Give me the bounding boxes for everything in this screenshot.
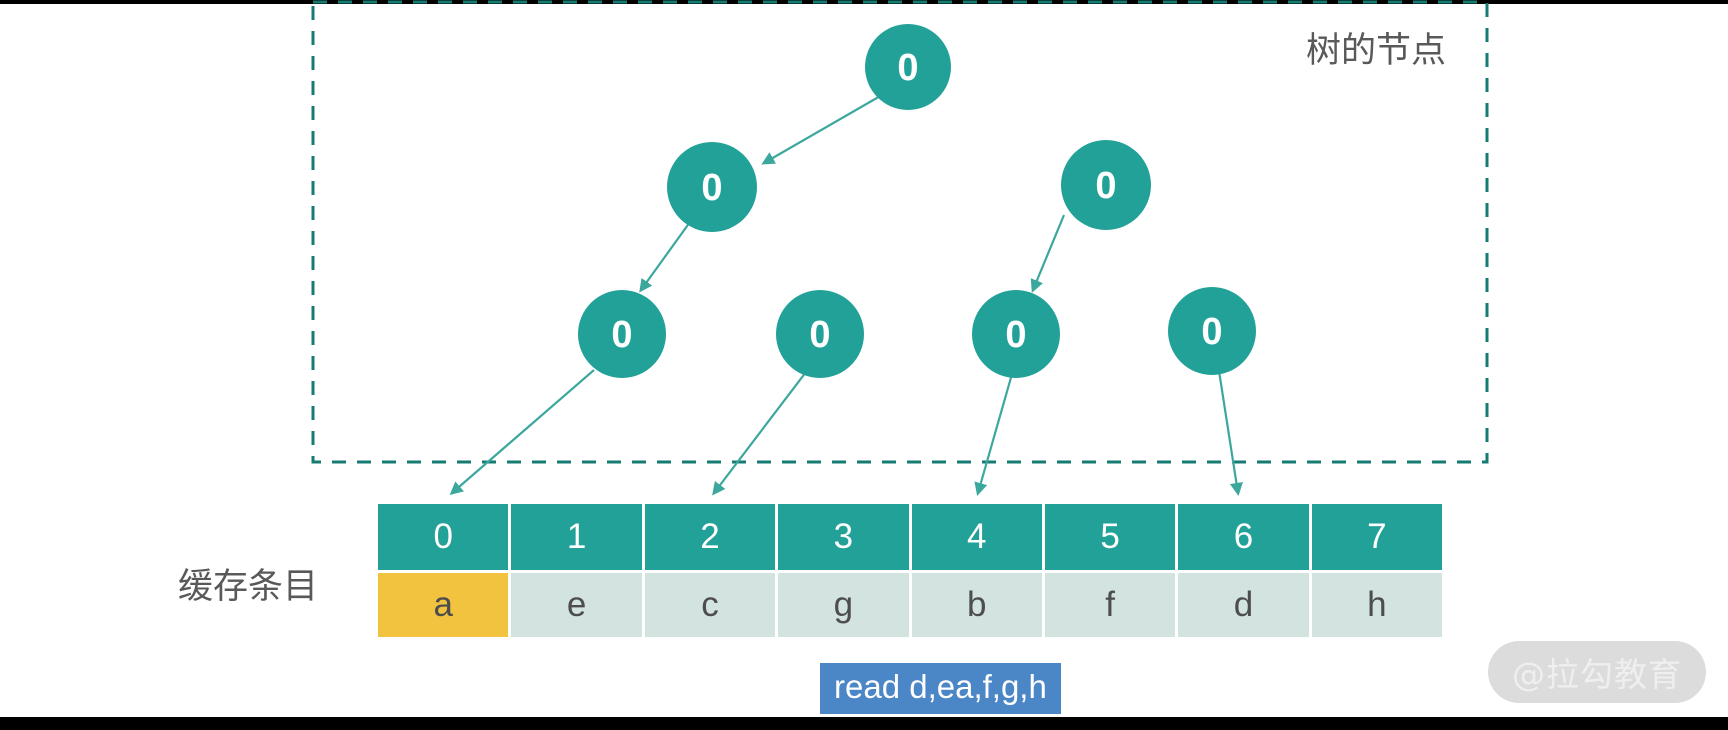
cache-entries-table: 0 1 2 3 4 5 6 7 a e c g b f d h: [378, 504, 1442, 637]
tree-region-dashed-box: [311, 0, 1489, 464]
cache-value-cell[interactable]: e: [511, 573, 642, 637]
cache-value-cell[interactable]: h: [1311, 573, 1442, 637]
node-label: 0: [611, 314, 632, 356]
node-circle: [1168, 287, 1256, 375]
tree-node-l3c[interactable]: 0: [972, 290, 1060, 378]
node-circle: [865, 24, 951, 110]
node-label: 0: [1201, 311, 1222, 353]
node-label: 0: [809, 314, 830, 356]
tree-node-root[interactable]: 0: [865, 24, 951, 110]
tree-region-label: 树的节点: [1306, 31, 1447, 71]
edge-l2a-to-l3a: [639, 221, 691, 293]
cache-value-cell[interactable]: a: [378, 573, 509, 637]
cache-value-cell[interactable]: g: [778, 573, 909, 637]
cache-region-label: 缓存条目: [178, 567, 319, 607]
cache-index-cell[interactable]: 3: [778, 504, 909, 570]
cache-value-cell[interactable]: f: [1044, 573, 1176, 637]
edge-l3b-to-cell2: [712, 371, 807, 496]
edge-l3c-to-cell4: [974, 373, 1014, 496]
watermark-badge: @拉勾教育: [1488, 641, 1706, 703]
node-label: 0: [1095, 165, 1116, 207]
cache-value-cell[interactable]: c: [644, 573, 776, 637]
tree-node-l3d[interactable]: 0: [1168, 287, 1256, 375]
cache-index-cell[interactable]: 2: [644, 504, 776, 570]
edge-l3a-to-cell0: [449, 369, 595, 496]
node-label: 0: [897, 47, 918, 89]
cache-index-cell[interactable]: 5: [1044, 504, 1176, 570]
node-circle: [972, 290, 1060, 378]
node-circle: [667, 142, 757, 232]
node-circle: [776, 290, 864, 378]
tree-node-l3b[interactable]: 0: [776, 290, 864, 378]
cache-index-cell[interactable]: 6: [1178, 504, 1309, 570]
cache-index-cell[interactable]: 1: [511, 504, 642, 570]
cache-index-cell[interactable]: 7: [1311, 504, 1442, 570]
cache-value-cell[interactable]: b: [911, 573, 1042, 637]
node-circle: [578, 290, 666, 378]
cache-value-row: a e c g b f d h: [378, 573, 1442, 637]
cache-index-cell[interactable]: 4: [911, 504, 1042, 570]
node-label: 0: [701, 167, 722, 209]
bottom-black-bar: [0, 717, 1728, 730]
edge-l3d-to-cell6: [1217, 370, 1243, 497]
tree-edges: [449, 94, 1243, 497]
node-circle: [1061, 140, 1151, 230]
cache-value-cell[interactable]: d: [1178, 573, 1309, 637]
cache-index-row: 0 1 2 3 4 5 6 7: [378, 504, 1442, 570]
edge-root-to-l2a: [761, 94, 883, 165]
read-operation-badge: read d,ea,f,g,h: [820, 663, 1061, 714]
tree-node-l2a[interactable]: 0: [667, 142, 757, 232]
edge-l2b-to-l3c: [1030, 214, 1066, 293]
tree-node-l2b[interactable]: 0: [1061, 140, 1151, 230]
cache-index-cell[interactable]: 0: [378, 504, 509, 570]
node-label: 0: [1005, 314, 1026, 356]
tree-node-l3a[interactable]: 0: [578, 290, 666, 378]
